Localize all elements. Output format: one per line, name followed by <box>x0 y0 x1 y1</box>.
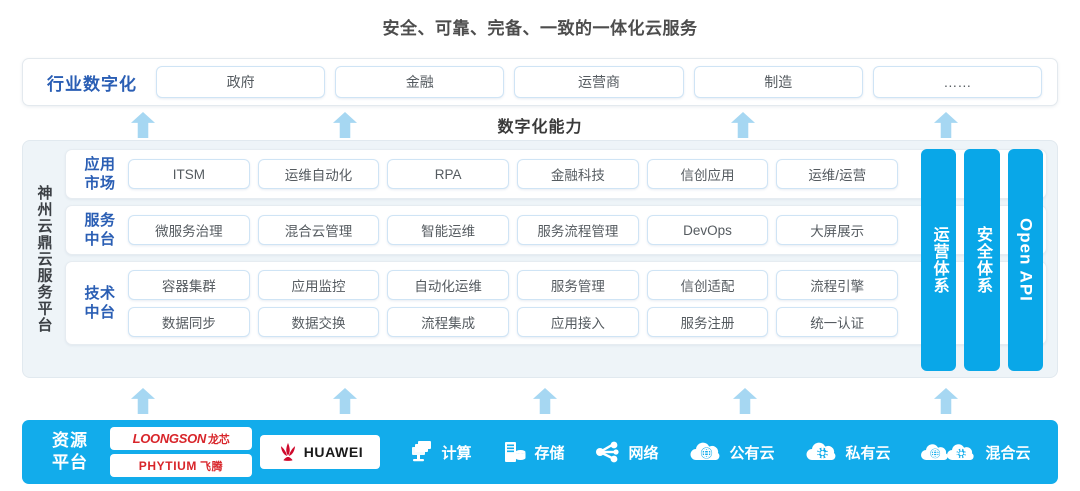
tech-item-service-mgmt[interactable]: 服务管理 <box>517 269 639 300</box>
item-row: 容器集群 应用监控 自动化运维 服务管理 信创适配 流程引擎 <box>128 269 1034 300</box>
resource-item-hybrid-cloud[interactable]: 混合云 <box>921 440 1031 464</box>
item-row: 数据同步 数据交换 流程集成 应用接入 服务注册 统一认证 <box>128 306 1034 337</box>
up-arrow-icon <box>131 112 155 138</box>
huawei-logo: HUAWEI <box>260 435 380 469</box>
public-cloud-icon <box>690 442 720 460</box>
up-arrow-icon <box>731 112 755 138</box>
up-arrow-icon <box>131 388 155 414</box>
app-item-rpa[interactable]: RPA <box>387 159 510 189</box>
private-cloud-icon <box>806 442 836 460</box>
app-item-ops-automation[interactable]: 运维自动化 <box>257 159 380 189</box>
resource-item-private-cloud[interactable]: 私有云 <box>805 440 891 464</box>
tech-item-xinchuang-adapt[interactable]: 信创适配 <box>646 269 769 300</box>
app-item-xinchuang-app[interactable]: 信创应用 <box>646 159 769 189</box>
tech-item-data-sync[interactable]: 数据同步 <box>128 306 250 337</box>
platform-panel: 神州云鼎云服务平台 应用 市场 ITSM 运维自动化 RPA 金融科技 信创应用… <box>22 140 1058 378</box>
compute-icon <box>412 441 432 462</box>
resource-item-label: 私有云 <box>845 444 891 462</box>
svc-item-intelligent-ops[interactable]: 智能运维 <box>387 215 510 245</box>
layer-label-technical-platform: 技术 中台 <box>84 285 116 321</box>
tech-item-app-monitoring[interactable]: 应用监控 <box>257 269 380 300</box>
layer-label-service-platform: 服务 中台 <box>84 212 116 248</box>
tech-item-container-cluster[interactable]: 容器集群 <box>128 269 250 300</box>
vbar-operations-system[interactable]: 运营体系 <box>921 149 957 371</box>
app-item-itsm[interactable]: ITSM <box>128 159 250 189</box>
huawei-flower-icon <box>280 442 295 461</box>
tech-item-automated-ops[interactable]: 自动化运维 <box>387 269 510 300</box>
up-arrow-icon <box>934 112 958 138</box>
tech-item-process-engine[interactable]: 流程引擎 <box>776 269 899 300</box>
page-title: 安全、可靠、完备、一致的一体化云服务 <box>382 19 698 38</box>
resource-item-public-cloud[interactable]: 公有云 <box>689 440 775 464</box>
layer-items-technical-platform: 容器集群 应用监控 自动化运维 服务管理 信创适配 流程引擎 数据同步 数据交换… <box>128 269 1040 337</box>
layer-label-application-market: 应用 市场 <box>84 156 116 192</box>
resource-item-label: 混合云 <box>985 444 1031 462</box>
tech-item-unified-auth[interactable]: 统一认证 <box>776 306 899 337</box>
vertical-bars: 运营体系 安全体系 Open API <box>921 149 1043 371</box>
industry-item-manufacture[interactable]: 制造 <box>693 66 863 98</box>
svc-item-microservice-governance[interactable]: 微服务治理 <box>128 215 250 245</box>
platform-body: 应用 市场 ITSM 运维自动化 RPA 金融科技 信创应用 运维/运营 <box>65 141 1057 377</box>
svc-item-devops[interactable]: DevOps <box>646 215 769 245</box>
vbar-open-api[interactable]: Open API <box>1007 149 1043 371</box>
hybrid-cloud-icon <box>921 444 975 460</box>
layer-service-platform: 服务 中台 微服务治理 混合云管理 智能运维 服务流程管理 DevOps 大屏展… <box>65 205 1047 255</box>
resource-item-compute[interactable]: 计算 <box>409 440 472 464</box>
industry-item-finance[interactable]: 金融 <box>335 66 505 98</box>
huawei-wordmark: HUAWEI <box>303 444 364 460</box>
industry-item-more[interactable]: …… <box>872 66 1043 98</box>
platform-label: 神州云鼎云服务平台 <box>35 184 53 334</box>
industry-item-telecom[interactable]: 运营商 <box>514 66 684 98</box>
resource-item-label: 网络 <box>628 444 659 462</box>
up-arrow-icon <box>934 388 958 414</box>
tech-item-data-exchange[interactable]: 数据交换 <box>257 306 380 337</box>
network-icon <box>596 441 620 463</box>
resource-items: 计算 存储 <box>380 440 1046 464</box>
resource-platform-label: 资源 平台 <box>52 431 88 472</box>
tech-item-service-registry[interactable]: 服务注册 <box>646 306 769 337</box>
layer-items-application-market: ITSM 运维自动化 RPA 金融科技 信创应用 运维/运营 <box>128 159 1040 189</box>
svc-item-dashboard[interactable]: 大屏展示 <box>776 215 899 245</box>
up-arrow-icon <box>333 388 357 414</box>
item-row: 微服务治理 混合云管理 智能运维 服务流程管理 DevOps 大屏展示 <box>128 215 1034 245</box>
resource-item-label: 公有云 <box>729 444 775 462</box>
layer-technical-platform: 技术 中台 容器集群 应用监控 自动化运维 服务管理 信创适配 流程引擎 数据同… <box>65 261 1047 345</box>
vbar-security-system[interactable]: 安全体系 <box>964 149 1000 371</box>
tech-item-app-access[interactable]: 应用接入 <box>517 306 639 337</box>
up-arrow-icon <box>533 388 557 414</box>
app-item-ops-operation[interactable]: 运维/运营 <box>776 159 899 189</box>
industry-item-government[interactable]: 政府 <box>156 66 326 98</box>
resource-item-label: 存储 <box>534 444 565 462</box>
industry-row: 行业数字化 政府 金融 运营商 制造 …… <box>22 58 1058 106</box>
up-arrow-icon <box>333 112 357 138</box>
item-row: ITSM 运维自动化 RPA 金融科技 信创应用 运维/运营 <box>128 159 1034 189</box>
layer-application-market: 应用 市场 ITSM 运维自动化 RPA 金融科技 信创应用 运维/运营 <box>65 149 1047 199</box>
resource-item-network[interactable]: 网络 <box>595 440 659 464</box>
svc-item-hybrid-cloud-mgmt[interactable]: 混合云管理 <box>257 215 380 245</box>
storage-icon <box>505 442 526 462</box>
capability-label: 数字化能力 <box>497 119 583 136</box>
resource-item-storage[interactable]: 存储 <box>502 440 565 464</box>
svc-item-service-process-mgmt[interactable]: 服务流程管理 <box>517 215 639 245</box>
tech-item-process-integration[interactable]: 流程集成 <box>387 306 510 337</box>
up-arrow-icon <box>733 388 757 414</box>
industry-row-label: 行业数字化 <box>47 74 137 94</box>
resource-item-label: 计算 <box>441 444 472 462</box>
layer-items-service-platform: 微服务治理 混合云管理 智能运维 服务流程管理 DevOps 大屏展示 <box>128 215 1040 245</box>
app-item-fintech[interactable]: 金融科技 <box>517 159 639 189</box>
